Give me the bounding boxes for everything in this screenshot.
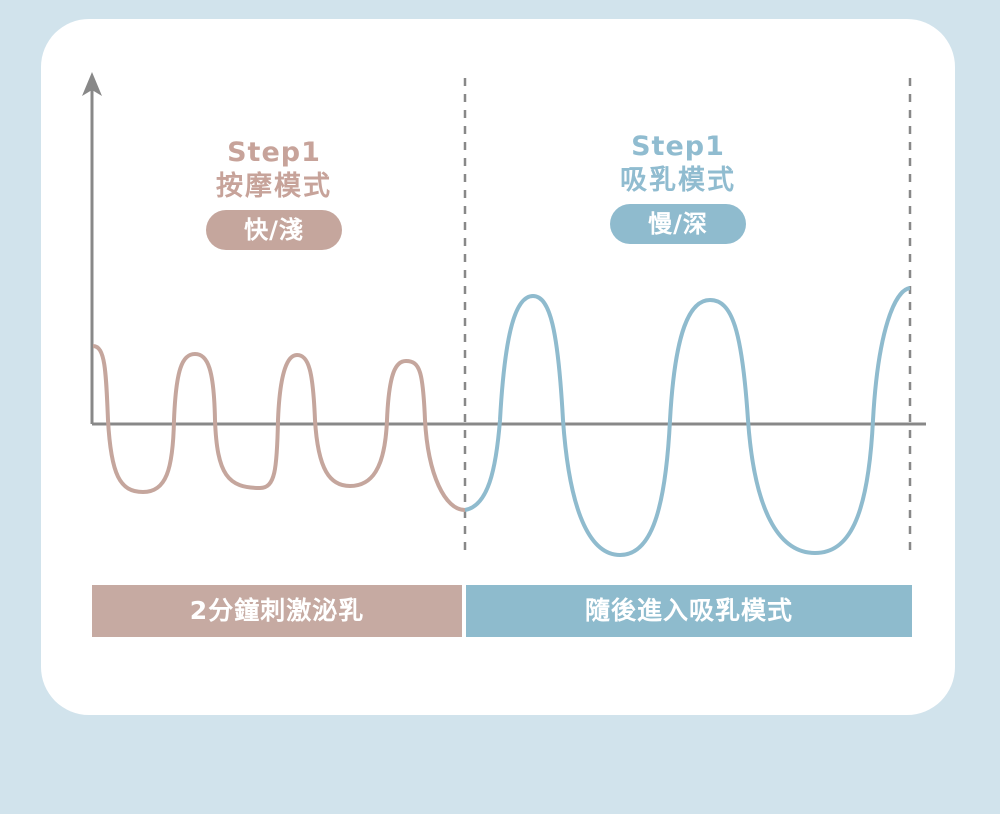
massage-step-label: Step1 按摩模式 快/淺 (194, 136, 354, 250)
suck-speed-badge: 慢/深 (610, 204, 746, 244)
massage-step-number: Step1 (227, 137, 321, 168)
suck-wave (464, 286, 911, 557)
y-axis-arrow (82, 72, 102, 96)
massage-duration-bar: 2分鐘刺激泌乳 (92, 585, 462, 637)
suck-mode-title: 吸乳模式 (620, 165, 736, 196)
suck-step-number: Step1 (631, 131, 725, 162)
massage-speed-badge: 快/淺 (206, 210, 342, 250)
massage-wave (92, 344, 466, 512)
massage-mode-title: 按摩模式 (216, 171, 332, 202)
suck-duration-bar: 隨後進入吸乳模式 (466, 585, 912, 637)
suck-step-label: Step1 吸乳模式 慢/深 (598, 130, 758, 244)
